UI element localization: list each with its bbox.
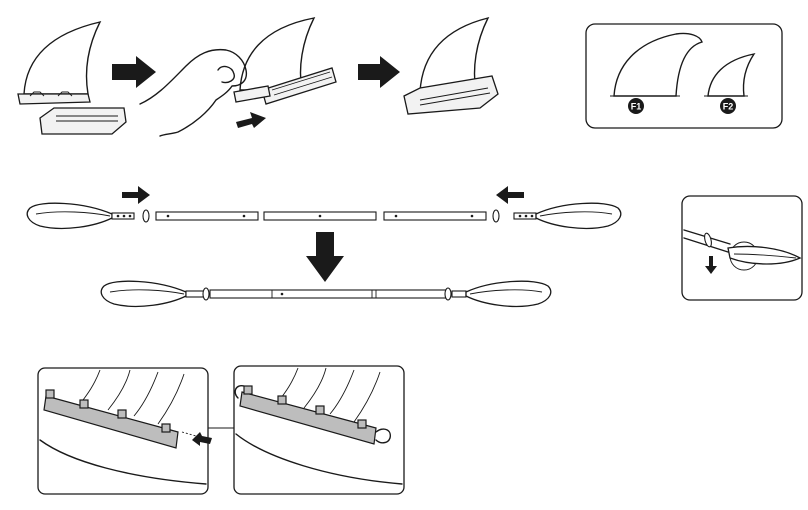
clip-2-before — [79, 399, 89, 409]
fin-type-f2: F2 — [704, 52, 756, 114]
fin-types-panel: F1 F2 — [585, 23, 783, 129]
fin-shape-2 — [239, 17, 316, 91]
fin-box-2 — [261, 67, 337, 105]
fin-shape-1 — [23, 20, 102, 95]
fin-f1-label: F1 — [631, 102, 642, 112]
push-arrow — [236, 112, 266, 128]
fin-tab-1 — [17, 93, 91, 105]
paddle-exploded — [26, 186, 622, 230]
clip-3-before — [117, 409, 127, 419]
clip-4-after — [357, 419, 367, 429]
fin-box-slot-3 — [419, 87, 491, 106]
fin-f2-shape — [707, 52, 756, 97]
detail-drip-ring — [704, 232, 712, 248]
shaft-section-right — [383, 211, 487, 221]
clip-3-after — [315, 405, 325, 415]
hand-outline — [139, 48, 248, 137]
assembled-right-stub — [451, 290, 467, 298]
fin-box-3 — [403, 75, 499, 115]
detail-down-arrow — [705, 256, 717, 274]
paddle-assembled — [100, 280, 552, 308]
fin-box-slot-2 — [271, 71, 333, 96]
fin-step-1-separate — [17, 20, 127, 135]
assembled-left-blade — [100, 280, 187, 308]
drip-ring-detail-panel — [681, 195, 803, 301]
drip-ring-right — [492, 209, 500, 223]
step-arrow-1 — [112, 56, 156, 88]
assembled-left-stub — [185, 290, 205, 298]
fin-shape-3 — [419, 16, 490, 93]
strap-cord-loop — [375, 428, 391, 444]
fin-tab-detail-1 — [29, 91, 45, 97]
fin-f1-shape — [613, 32, 703, 97]
assembled-left-rib — [109, 289, 185, 295]
detail-blade-rib — [733, 253, 797, 259]
strap-plate-after — [239, 391, 377, 445]
strap-panel-before — [37, 367, 212, 495]
clip-1-after — [243, 385, 253, 395]
fin-type-f1: F1 — [610, 32, 703, 114]
assembled-drip-ring-right — [444, 287, 452, 301]
fin-step-2-insert — [139, 17, 337, 137]
right-blade — [535, 202, 622, 230]
fin-step-3-installed — [403, 16, 499, 115]
shaft-section-left — [155, 211, 259, 221]
assembled-drip-ring-left — [202, 287, 210, 301]
fin-tab-2 — [233, 85, 271, 103]
assembled-shaft — [209, 289, 447, 299]
clip-2-after — [277, 395, 287, 405]
strap-panel-after-frame — [233, 365, 405, 495]
fin-f1-badge — [628, 98, 644, 114]
clip-1-before — [45, 389, 55, 399]
clip-4-before — [161, 423, 171, 433]
board-edge-after — [235, 433, 403, 485]
hand-finger — [217, 65, 235, 84]
assembled-right-blade — [465, 280, 552, 308]
strap-insert-arrow — [192, 432, 212, 446]
strap-plate-before — [43, 395, 179, 449]
fin-box-slot-1 — [56, 115, 118, 122]
detail-shaft-bottom — [683, 237, 729, 253]
strap-panel-after — [233, 365, 405, 495]
right-blade-rib — [539, 211, 613, 217]
left-blade-rib — [35, 211, 111, 217]
assemble-arrow-left — [122, 186, 150, 204]
board-edge-before — [39, 439, 207, 485]
assemble-down-arrow — [306, 232, 344, 282]
assembled-right-rib — [469, 289, 543, 295]
drip-ring-left — [142, 209, 150, 223]
step-arrow-2 — [358, 56, 400, 88]
fin-f2-label: F2 — [723, 102, 734, 112]
fin-f2-badge — [720, 98, 736, 114]
left-blade — [26, 202, 113, 230]
assemble-arrow-right — [496, 186, 524, 204]
fin-tab-detail-2 — [57, 91, 73, 97]
strap-cord-end — [234, 384, 245, 399]
